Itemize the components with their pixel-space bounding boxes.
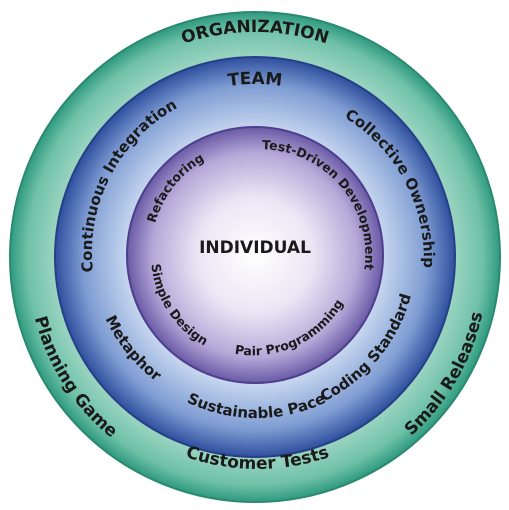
individual-title: INDIVIDUAL	[199, 238, 311, 258]
team-title: TEAM	[227, 69, 283, 91]
individual-ring	[126, 126, 384, 384]
